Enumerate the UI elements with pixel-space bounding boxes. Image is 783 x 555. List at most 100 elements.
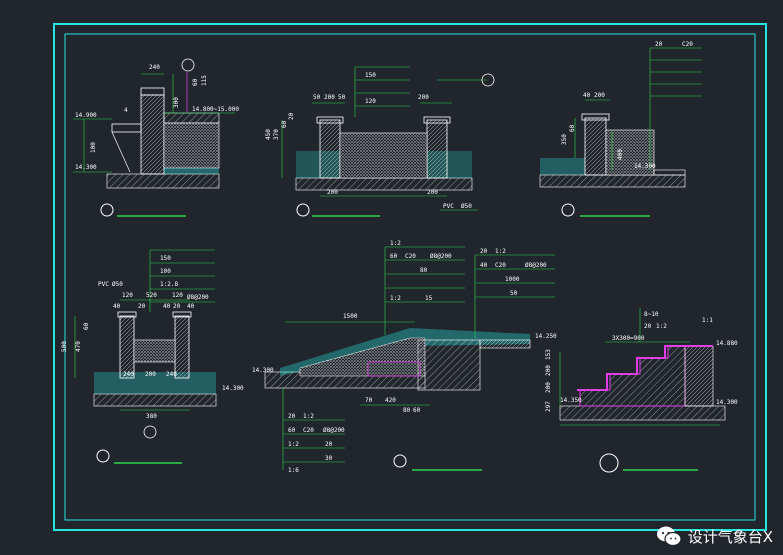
d4-dim-200: 200: [145, 371, 156, 378]
d2-dim-450: 450: [265, 129, 272, 140]
d4-dim-40b: 40: [163, 303, 171, 310]
d4-layer-150: 150: [160, 255, 171, 262]
d6-note-0: 8~10: [644, 311, 659, 318]
d1-elev-top: 14.800~15.000: [192, 106, 239, 113]
detail-4-section: 120 520 120 40 20 40 20 40 500 470 60 24…: [61, 249, 244, 464]
d2-dim-200-bottom: 200: [327, 189, 338, 196]
d6-elev-top: 14.880: [716, 340, 738, 347]
d6-note-2: 1:2: [656, 323, 667, 330]
d5-lower-note-4: Ø8@200: [323, 427, 345, 434]
d5-dim-70: 70: [365, 397, 373, 404]
d5-dim-80: 80: [403, 407, 411, 414]
d4-layer-100: 100: [160, 268, 171, 275]
d4-dim-120b: 120: [172, 292, 183, 299]
d2-dim-50a: 50: [313, 94, 321, 101]
d4-dim-60: 60: [83, 322, 90, 330]
d6-dim-153: 153: [545, 349, 552, 360]
d4-dim-20a: 20: [138, 303, 146, 310]
d1-dim-4: 4: [124, 107, 128, 114]
d2-layer-120: 120: [365, 98, 376, 105]
d5-dim-60: 60: [413, 407, 421, 414]
d5-elev-left: 14.300: [252, 367, 274, 374]
d4-dim-240a: 240: [123, 371, 134, 378]
d5-lower-note-7: 30: [325, 455, 333, 462]
d4-elev: 14.300: [222, 385, 244, 392]
d5-right-note-6: 50: [510, 290, 518, 297]
d5-lower-note-8: 1:6: [288, 467, 299, 474]
d6-note-1: 20: [644, 323, 652, 330]
d5-lower-note-6: 20: [325, 441, 333, 448]
d4-dim-500: 500: [61, 341, 68, 352]
detail-2-section: 50 200 50 150 120 200 450 370 60 20 200 …: [265, 66, 495, 217]
d1-elev-left: 14.900: [75, 112, 97, 119]
watermark-text: 设计气象台X: [687, 527, 773, 546]
d5-lower-note-2: 60: [288, 427, 296, 434]
d5-lower-note-1: 1:2: [303, 413, 314, 420]
d5-right-note-0: 20: [480, 248, 488, 255]
d5-right-note-2: 40: [480, 262, 488, 269]
d5-upper-note-3: Ø8@200: [430, 253, 452, 260]
d5-right-note-3: C20: [495, 262, 506, 269]
d3-dim-60: 60: [569, 124, 576, 132]
d1-dim-60: 60: [192, 78, 199, 86]
d2-dim-60: 60: [281, 120, 288, 128]
d4-layer-ratio: 1:2.8: [160, 281, 178, 288]
d4-dim-240b: 240: [166, 371, 177, 378]
d6-dim-297: 297: [545, 401, 552, 412]
detail-1-section: 240 300 60 115 14.800~15.000 4 100 14.90…: [73, 58, 239, 217]
d5-upper-note-2: C20: [405, 253, 416, 260]
d5-lower-note-0: 20: [288, 413, 296, 420]
d3-dim-350: 350: [561, 134, 568, 145]
d6-note-3: 1:1: [702, 317, 713, 324]
d2-dim-50b: 50: [338, 94, 346, 101]
d6-elev-left: 14.350: [560, 397, 582, 404]
d5-right-note-5: 1000: [505, 276, 520, 283]
d6-dim-200a: 200: [545, 382, 552, 393]
d5-elev-right: 14.250: [535, 333, 557, 340]
d5-lower-note-3: C20: [303, 427, 314, 434]
d3-layer-20: 20: [655, 41, 663, 48]
d4-dim-120a: 120: [122, 292, 133, 299]
d1-dim-100: 100: [90, 142, 97, 153]
d3-dim-200: 200: [594, 92, 605, 99]
d1-dim-115: 115: [201, 75, 208, 86]
d2-dim-200-right: 200: [427, 189, 438, 196]
detail-6-section: 3X300=900 14.880 14.350 14.300 297 200 2…: [545, 308, 738, 473]
d3-layer-c20: C20: [682, 41, 693, 48]
d4-layer-rebar: Ø8@200: [187, 294, 209, 301]
d1-elev-bottom: 14.300: [75, 164, 97, 171]
d4-dim-40c: 40: [187, 303, 195, 310]
d5-upper-note-6: 15: [425, 295, 433, 302]
d5-upper-note-4: 80: [420, 267, 428, 274]
d1-dim-240: 240: [149, 64, 160, 71]
d2-layer-150: 150: [365, 72, 376, 79]
d3-dim-40: 40: [583, 92, 591, 99]
d5-dim-1500: 1500: [343, 313, 358, 320]
inner-frame: [64, 33, 756, 521]
d1-dim-300: 300: [173, 97, 180, 108]
d4-pvc-size: Ø50: [112, 281, 123, 288]
d2-pvc: PVC: [443, 203, 454, 210]
d6-dim-200b: 200: [545, 365, 552, 376]
d4-dim-470: 470: [75, 341, 82, 352]
d4-pvc: PVC: [98, 281, 109, 288]
d4-dim-20b: 20: [173, 303, 181, 310]
wechat-logo-icon: [656, 526, 682, 547]
d2-dim-370: 370: [273, 129, 280, 140]
d5-upper-note-0: 1:2: [390, 240, 401, 247]
d4-dim-380: 380: [146, 413, 157, 420]
detail-3-section: 40 200 350 60 400 14.300 20 C20: [539, 41, 702, 217]
d5-lower-note-5: 1:2: [288, 441, 299, 448]
d6-dim-steps: 3X300=900: [612, 335, 645, 342]
d2-dim-right: 200: [418, 94, 429, 101]
d3-elev: 14.300: [634, 163, 656, 170]
watermark: 设计气象台X: [656, 525, 773, 547]
detail-5-section: 1500 14.300 70 420 80 60 14.250 1:2 60 C…: [252, 240, 557, 474]
d4-dim-520: 520: [146, 292, 157, 299]
d5-upper-note-1: 60: [390, 253, 398, 260]
d2-dim-200a: 200: [324, 94, 335, 101]
d5-dim-420: 420: [385, 397, 396, 404]
d4-dim-40a: 40: [113, 303, 121, 310]
